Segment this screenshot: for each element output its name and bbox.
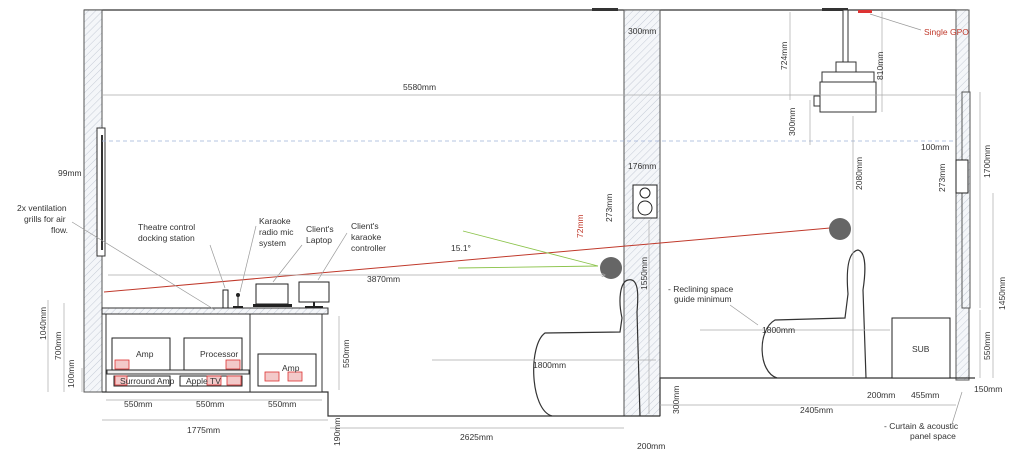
viewer-head-front [600,257,622,279]
apple-tv-label: Apple TV [186,376,221,386]
av-cabinet [101,307,329,393]
svg-text:3870mm: 3870mm [367,274,400,284]
subwoofer-label: SUB [912,344,930,354]
svg-text:5580mm: 5580mm [403,82,436,92]
angle-line-bottom [457,265,599,269]
svg-text:1775mm: 1775mm [187,425,220,435]
svg-text:273mm: 273mm [937,164,947,192]
svg-text:1550mm: 1550mm [639,257,649,290]
svg-text:Client's: Client's [351,221,379,231]
svg-text:190mm: 190mm [332,418,342,446]
floor-left [102,391,660,417]
svg-text:300mm: 300mm [628,26,656,36]
svg-text:2625mm: 2625mm [460,432,493,442]
svg-text:200mm: 200mm [867,390,895,400]
svg-text:Karaoke: Karaoke [259,216,291,226]
acoustic-panel [961,91,971,309]
svg-text:karaoke: karaoke [351,232,382,242]
svg-text:- Reclining space: - Reclining space [668,284,733,294]
svg-text:1700mm: 1700mm [982,145,992,178]
projector [813,9,877,113]
svg-text:550mm: 550mm [268,399,296,409]
svg-text:docking station: docking station [138,233,195,243]
recliner-front [533,279,641,417]
svg-text:200mm: 200mm [637,441,665,451]
laptop-icon [253,283,292,307]
recliner-rear [761,249,867,379]
svg-text:system: system [259,238,286,248]
svg-text:100mm: 100mm [66,360,76,388]
sightline [103,227,831,293]
svg-text:550mm: 550mm [196,399,224,409]
svg-text:panel space: panel space [910,431,956,441]
speaker-right-wall [955,159,969,194]
ceiling-fixture [592,8,618,11]
dimension-lines [47,12,994,429]
svg-text:810mm: 810mm [875,52,885,80]
microphone-icon [233,293,243,308]
svg-text:550mm: 550mm [341,340,351,368]
floor-riser [659,377,975,416]
angle-label: 15.1° [451,243,471,253]
recline-annotation: - Reclining space guide minimum [668,284,759,326]
amp2-label: Amp [282,363,300,373]
svg-text:2080mm: 2080mm [854,157,864,190]
surround-amp-label: Surround Amp [120,376,175,386]
svg-text:guide minimum: guide minimum [674,294,732,304]
laptop-annotation: Client's Laptop [272,224,334,283]
processor-label: Processor [200,349,238,359]
svg-text:300mm: 300mm [787,108,797,136]
svg-text:2x ventilation: 2x ventilation [17,203,67,213]
dock-annotation: Theatre control docking station [138,222,226,289]
svg-text:1800mm: 1800mm [762,325,795,335]
svg-text:1800mm: 1800mm [533,360,566,370]
svg-text:Laptop: Laptop [306,235,332,245]
svg-text:72mm: 72mm [575,214,585,238]
svg-text:550mm: 550mm [124,399,152,409]
svg-text:2405mm: 2405mm [800,405,833,415]
svg-text:724mm: 724mm [779,42,789,70]
svg-text:273mm: 273mm [604,194,614,222]
svg-text:Single GPO: Single GPO [924,27,969,37]
svg-text:1450mm: 1450mm [997,277,1007,310]
dimension-labels: 5580mm 300mm 99mm 176mm 273mm 72mm 3870m… [38,26,1007,451]
angle-line-top [462,230,599,267]
viewer-head-rear [829,218,851,240]
svg-text:550mm: 550mm [982,332,992,360]
subwoofer [891,317,951,379]
docking-station-icon [222,289,229,309]
svg-text:- Curtain & acoustic: - Curtain & acoustic [884,421,959,431]
svg-text:300mm: 300mm [671,386,681,414]
svg-text:99mm: 99mm [58,168,82,178]
gpo-annotation: Single GPO [869,13,969,37]
svg-text:radio mic: radio mic [259,227,294,237]
mic-annotation: Karaoke radio mic system [239,216,294,293]
svg-text:grills for air: grills for air [24,214,66,224]
svg-text:150mm: 150mm [974,384,1002,394]
controller-annotation: Client's karaoke controller [317,221,386,281]
speaker-column [632,184,658,219]
svg-text:1040mm: 1040mm [38,307,48,340]
vent-annotation: 2x ventilation grills for air flow. [17,203,216,311]
svg-text:Theatre control: Theatre control [138,222,195,232]
gpo-outlet [858,10,872,13]
projector-mount-plate [822,8,848,11]
monitor-icon [298,281,330,308]
svg-text:flow.: flow. [51,225,68,235]
svg-text:176mm: 176mm [628,161,656,171]
amp-label: Amp [136,349,154,359]
svg-text:100mm: 100mm [921,142,949,152]
svg-text:455mm: 455mm [911,390,939,400]
svg-text:controller: controller [351,243,386,253]
svg-text:Client's: Client's [306,224,334,234]
svg-text:700mm: 700mm [53,332,63,360]
curtain-annotation: - Curtain & acoustic panel space [884,391,963,441]
